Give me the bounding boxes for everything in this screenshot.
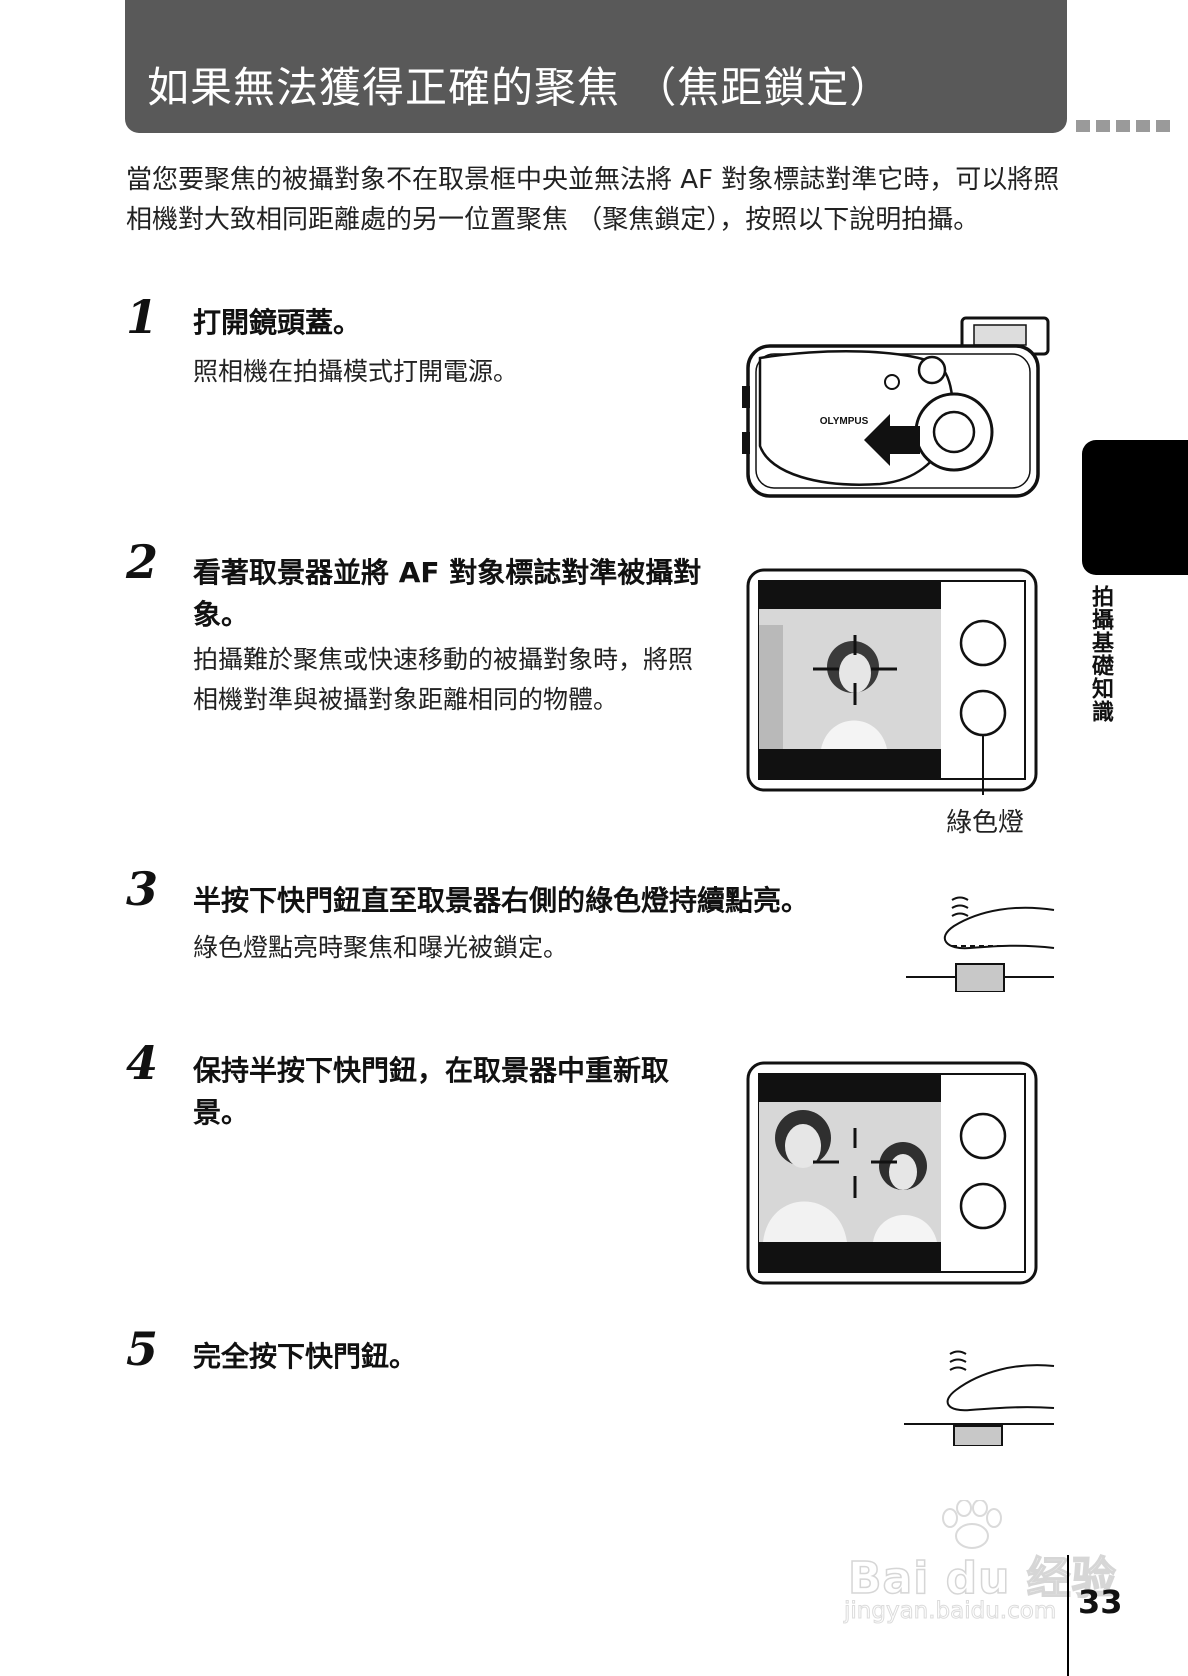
watermark-url: jingyan.baidu.com: [843, 1598, 1057, 1625]
intro-paragraph: 當您要聚焦的被攝對象不在取景框中央並無法將 AF 對象標誌對準它時，可以將照相機…: [126, 165, 1060, 235]
step-2-title: 看著取景器並將 AF 對象標誌對準被攝對象。: [193, 556, 702, 631]
half-press-illustration: [906, 896, 1055, 992]
page-title: 如果無法獲得正確的聚焦 （焦距鎖定）: [147, 63, 893, 112]
step-1-description: 照相機在拍攝模式打開電源。: [193, 357, 519, 386]
slide-arrow-icon: [864, 414, 920, 466]
baidu-watermark: Bai du 经验 jingyan.baidu.com: [840, 1500, 1120, 1630]
shutter-button-icon: [955, 963, 1005, 992]
viewfinder-illustration-2: [746, 1061, 1038, 1285]
section-tab: [1082, 440, 1188, 575]
section-label: 拍攝基礎知識: [1088, 585, 1113, 723]
header-dash-decoration: [1076, 120, 1170, 132]
paw-icon: [942, 1500, 1002, 1549]
step-3-description: 綠色燈點亮時聚焦和曝光被鎖定。: [193, 933, 569, 962]
watermark-brand: Bai du 经验: [847, 1552, 1117, 1605]
camera-illustration: OLYMPUS: [742, 316, 1050, 498]
step-4-number: 4: [126, 1036, 159, 1090]
viewfinder-illustration-1: [746, 568, 1038, 795]
step-2-description: 拍攝難於聚焦或快速移動的被攝對象時，將照相機對準與被攝對象距離相同的物體。: [193, 645, 694, 714]
step-5-number: 5: [126, 1322, 159, 1376]
camera-brand-text: OLYMPUS: [820, 416, 869, 427]
green-lamp-indicator: [959, 689, 1007, 737]
step-1-title: 打開鏡頭蓋。: [193, 306, 362, 339]
shutter-button-pressed-icon: [953, 1425, 1003, 1446]
title-bar: 如果無法獲得正確的聚焦 （焦距鎖定）: [125, 0, 1067, 133]
step-4-title: 保持半按下快門鈕，在取景器中重新取景。: [193, 1054, 670, 1129]
page-number-rule: [1067, 1555, 1069, 1676]
full-press-illustration: [904, 1350, 1055, 1446]
page-number: 33: [1078, 1583, 1123, 1621]
step-1-number: 1: [126, 290, 159, 344]
step-3-number: 3: [126, 862, 159, 916]
step-3-title: 半按下快門鈕直至取景器右側的綠色燈持續點亮。: [193, 884, 810, 917]
step-5-title: 完全按下快門鈕。: [193, 1340, 418, 1373]
step-2-number: 2: [126, 535, 159, 589]
green-lamp-label: 綠色燈: [946, 808, 1025, 838]
